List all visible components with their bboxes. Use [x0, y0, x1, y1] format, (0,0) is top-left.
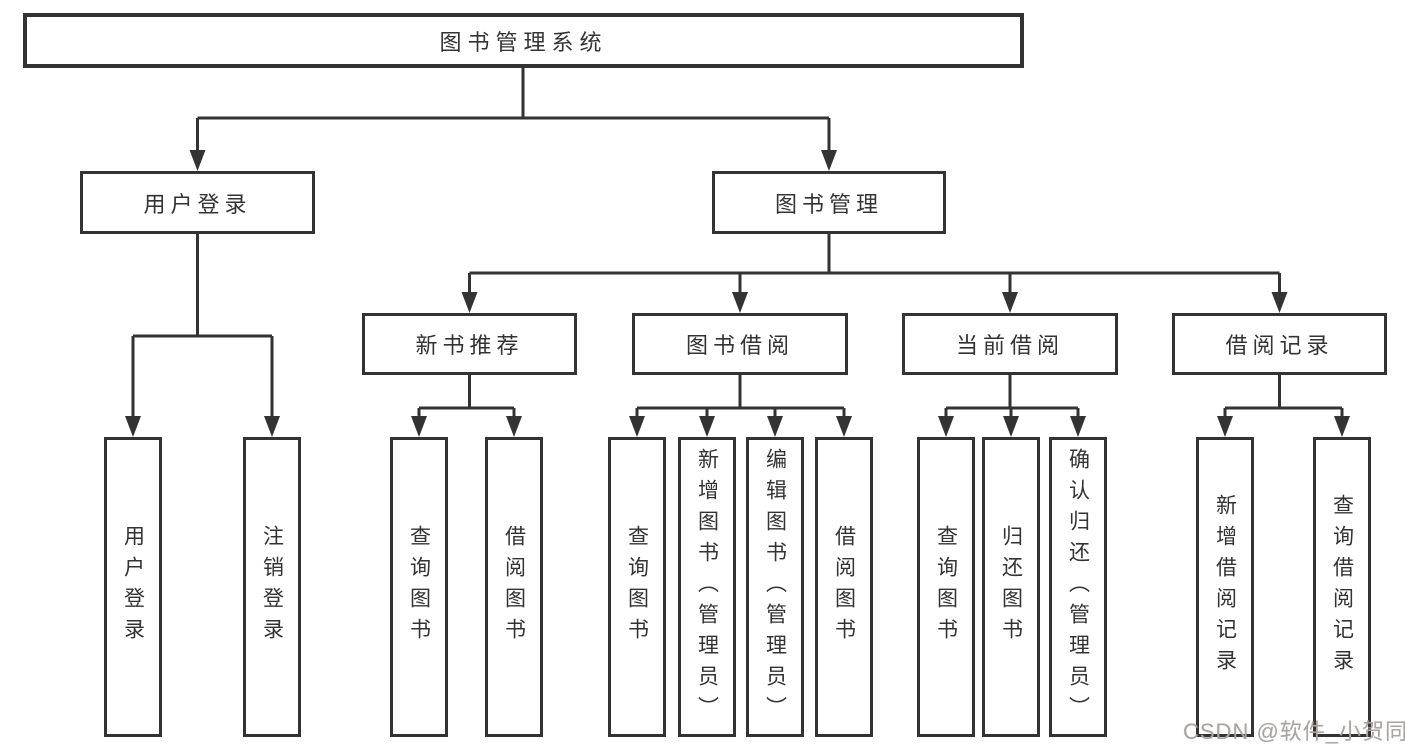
leaf-add-books-admin: 新增图书（管理员）	[678, 437, 736, 737]
node-label: 图书借阅	[685, 333, 794, 358]
connector-line	[196, 68, 831, 152]
leaf-label: 确认归还（管理员）	[1066, 447, 1090, 727]
node-label: 当前借阅	[955, 333, 1064, 358]
arrowhead-icon	[821, 150, 837, 171]
arrowhead-icon	[189, 150, 206, 171]
connector-line	[944, 375, 1080, 418]
leaf-query-borrow-record: 查询借阅记录	[1313, 437, 1371, 737]
leaf-return-books: 归还图书	[982, 437, 1040, 737]
leaf-borrow-books-recommend: 借阅图书	[485, 437, 543, 737]
connector-line	[635, 375, 846, 418]
leaf-label: 查询图书	[407, 525, 431, 649]
leaf-add-borrow-record: 新增借阅记录	[1196, 437, 1254, 737]
arrowhead-icon	[411, 416, 427, 437]
leaf-label: 新增借阅记录	[1213, 494, 1237, 680]
connector-borrow-records-children	[1217, 375, 1350, 437]
leaf-label: 查询图书	[625, 525, 649, 649]
node-label: 用户登录	[143, 191, 252, 217]
connector-line	[468, 234, 1281, 294]
leaf-user-login: 用户登录	[104, 437, 162, 737]
connector-user-login-children	[125, 234, 280, 437]
connector-new-book-children	[411, 375, 522, 437]
node-label: 借阅记录	[1225, 333, 1334, 358]
leaf-query-books-recommend: 查询图书	[390, 437, 448, 737]
leaf-label: 查询图书	[934, 525, 958, 649]
node-label: 图书管理系统	[439, 29, 608, 55]
connector-line	[1223, 375, 1344, 418]
arrowhead-icon	[506, 416, 522, 437]
leaf-label: 新增图书（管理员）	[695, 447, 719, 727]
arrowhead-icon	[1217, 416, 1233, 437]
arrowhead-icon	[1003, 416, 1019, 437]
node-new-book-recommend: 新书推荐	[362, 313, 577, 375]
leaf-confirm-return-admin: 确认归还（管理员）	[1049, 437, 1107, 737]
connector-book-management-children	[461, 234, 1288, 313]
arrowhead-icon	[1271, 292, 1288, 313]
arrowhead-icon	[1002, 292, 1018, 313]
node-borrowing-records: 借阅记录	[1172, 313, 1387, 375]
arrowhead-icon	[767, 416, 783, 437]
arrowhead-icon	[461, 292, 478, 313]
leaf-label: 编辑图书（管理员）	[763, 447, 787, 727]
arrowhead-icon	[836, 416, 852, 437]
leaf-label: 归还图书	[999, 525, 1023, 649]
leaf-query-books-current: 查询图书	[917, 437, 975, 737]
leaf-borrow-books-borrowing: 借阅图书	[815, 437, 873, 737]
arrowhead-icon	[938, 416, 954, 437]
node-book-management: 图书管理	[712, 171, 946, 234]
arrowhead-icon	[629, 416, 645, 437]
node-label: 新书推荐	[415, 333, 524, 358]
node-book-borrowing: 图书借阅	[632, 313, 848, 375]
arrowhead-icon	[264, 416, 280, 437]
arrowhead-icon	[732, 292, 748, 313]
leaf-label: 注销登录	[260, 525, 284, 649]
node-library-system: 图书管理系统	[23, 13, 1024, 68]
connector-book-borrow-children	[629, 375, 852, 437]
arrowhead-icon	[125, 416, 141, 437]
node-current-borrowing: 当前借阅	[902, 313, 1118, 375]
node-user-login: 用户登录	[80, 171, 315, 234]
leaf-edit-books-admin: 编辑图书（管理员）	[746, 437, 804, 737]
connector-line	[417, 375, 516, 418]
leaf-label: 借阅图书	[832, 525, 856, 649]
arrowhead-icon	[1070, 416, 1086, 437]
connector-line	[131, 234, 274, 418]
node-label: 图书管理	[774, 191, 883, 217]
leaf-logout-login: 注销登录	[243, 437, 301, 737]
connector-current-borrow-children	[938, 375, 1086, 437]
csdn-watermark: CSDN @软件_小贺同学	[1183, 719, 1405, 744]
arrowhead-icon	[699, 416, 715, 437]
leaf-label: 用户登录	[121, 525, 145, 649]
connector-root-to-level2	[189, 68, 837, 171]
leaf-label: 借阅图书	[502, 525, 526, 649]
leaf-query-books-borrowing: 查询图书	[608, 437, 666, 737]
leaf-label: 查询借阅记录	[1330, 494, 1354, 680]
arrowhead-icon	[1334, 416, 1350, 437]
